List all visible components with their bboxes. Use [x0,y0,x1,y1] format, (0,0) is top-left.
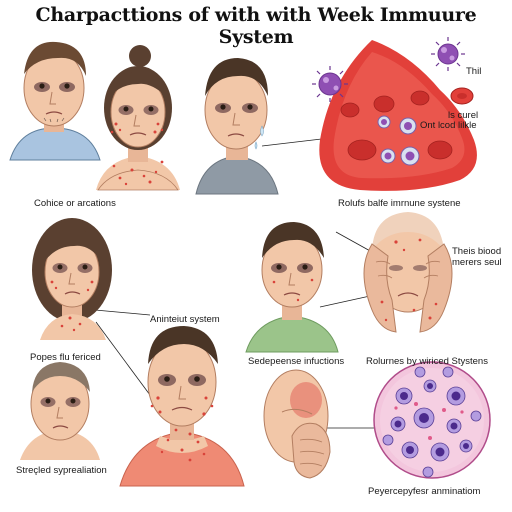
caption-flu: Popes flu fericed [30,352,101,363]
sick-man-portrait-3 [245,222,339,353]
caption-left-top: Cohice or arcations [34,198,116,209]
blood-cells-illustration [312,37,477,191]
caption-hands-1: Theis biood [452,246,502,257]
sick-man-portrait-2 [195,58,279,195]
headache-portrait [363,212,453,333]
caption-blood-top: Rolufs balfe imrnune systene [338,198,461,209]
caption-infections: Sedepeense infuctions [248,356,345,367]
page-title: Charpacttions of with with Week Immuure … [35,4,477,48]
hand-on-face-closeup [263,369,331,479]
sick-woman-portrait-1 [96,45,180,191]
caption-micro-top-1: Thil [466,66,482,77]
sick-girl-portrait [32,218,112,340]
leader-line-4 [94,309,151,316]
caption-micro-top-3: Ont lcod lilkle [420,120,477,131]
sick-man-portrait-4 [119,326,245,487]
leader-line-5 [95,321,151,396]
microscope-cells-illustration [373,361,491,479]
caption-bottom-left: Streçled syprealiation [16,465,107,476]
caption-micro-top-2: ls curel [448,110,479,121]
sick-man-portrait-1 [9,41,101,161]
caption-bottom-right: Peyercepyfesr anminatiom [368,486,481,497]
leader-line-2 [335,231,373,253]
caption-mid-left: Aninteiut system [150,314,220,325]
leader-line-1 [261,137,331,147]
caption-rolumes: Rolurnes by wiriced Stystens [366,356,488,367]
caption-hands-2: merers seul [452,257,502,268]
sick-boy-portrait [20,362,100,460]
leader-line-3 [319,295,371,308]
